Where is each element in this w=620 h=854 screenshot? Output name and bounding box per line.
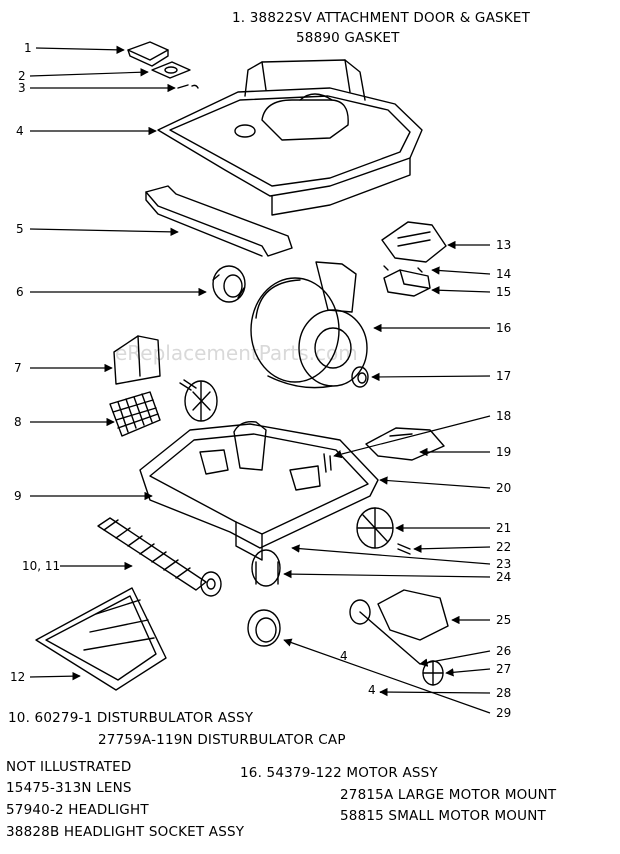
part-clip xyxy=(177,84,199,89)
note-not-illustrated-heading: NOT ILLUSTRATED xyxy=(6,759,132,775)
part-attachment-door xyxy=(127,41,169,67)
part-motor xyxy=(250,261,368,389)
callout-2: 2 xyxy=(18,69,26,83)
note-disturbulator-cap: 27759A-119N DISTURBULATOR CAP xyxy=(98,732,346,748)
part-base xyxy=(139,421,379,561)
callout-23: 23 xyxy=(496,557,511,571)
header-note-gasket: 58890 GASKET xyxy=(296,30,400,46)
callout-25: 25 xyxy=(496,613,511,627)
leader-arrows xyxy=(29,45,491,714)
part-fan xyxy=(179,379,218,422)
callout-24: 24 xyxy=(496,570,511,584)
note-not-illustrated-headlight: 57940-2 HEADLIGHT xyxy=(6,802,149,818)
part-rear-wheel xyxy=(356,507,394,549)
mark-4-lower: 4 xyxy=(368,683,376,697)
callout-5: 5 xyxy=(16,222,24,236)
callout-8: 8 xyxy=(14,415,22,429)
part-disturbulator xyxy=(97,517,222,597)
callout-6: 6 xyxy=(16,285,24,299)
callout-29: 29 xyxy=(496,706,511,720)
part-lever xyxy=(365,427,445,461)
part-wheel-carriage xyxy=(349,589,449,686)
callout-27: 27 xyxy=(496,662,511,676)
callout-10-11: 10, 11 xyxy=(22,559,60,573)
callout-22: 22 xyxy=(496,540,511,554)
callout-19: 19 xyxy=(496,445,511,459)
note-not-illustrated-lens: 15475-313N LENS xyxy=(6,780,132,796)
part-bearing xyxy=(212,265,246,303)
note-motor-assy: 16. 54379-122 MOTOR ASSY xyxy=(240,765,438,781)
part-motor-mount xyxy=(351,366,369,388)
part-small-pin xyxy=(323,453,332,473)
callout-14: 14 xyxy=(496,267,511,281)
callout-21: 21 xyxy=(496,521,511,535)
callout-1: 1 xyxy=(24,41,32,55)
callout-28: 28 xyxy=(496,686,511,700)
callout-26: 26 xyxy=(496,644,511,658)
note-large-motor-mount: 27815A LARGE MOTOR MOUNT xyxy=(340,787,557,803)
mark-4-upper: 4 xyxy=(340,649,348,663)
part-grill xyxy=(109,391,161,437)
part-axle-pin xyxy=(397,543,411,555)
callout-9: 9 xyxy=(14,489,22,503)
callout-18: 18 xyxy=(496,409,511,423)
callout-7: 7 xyxy=(14,361,22,375)
part-bracket xyxy=(383,265,431,297)
note-small-motor-mount: 58815 SMALL MOTOR MOUNT xyxy=(340,808,546,824)
part-bottom-plate xyxy=(35,587,167,691)
part-filter xyxy=(113,335,161,385)
part-housing xyxy=(381,221,447,263)
part-gasket xyxy=(151,61,191,79)
callout-4: 4 xyxy=(16,124,24,138)
part-bumper xyxy=(145,185,293,257)
callout-13: 13 xyxy=(496,238,511,252)
watermark-text: eReplacementParts.com xyxy=(115,341,358,365)
callout-16: 16 xyxy=(496,321,511,335)
part-cap xyxy=(251,549,281,587)
callout-17: 17 xyxy=(496,369,511,383)
note-disturbulator-assy: 10. 60279-1 DISTURBULATOR ASSY xyxy=(8,710,254,726)
callout-labels: 1 2 3 4 5 6 7 8 9 10, 11 12 13 14 15 16 … xyxy=(10,41,511,720)
note-not-illustrated-socket: 38828B HEADLIGHT SOCKET ASSY xyxy=(6,824,245,840)
part-hood xyxy=(157,59,423,216)
callout-12: 12 xyxy=(10,670,25,684)
callout-15: 15 xyxy=(496,285,511,299)
part-belt xyxy=(247,609,281,647)
callout-3: 3 xyxy=(18,81,26,95)
callout-20: 20 xyxy=(496,481,511,495)
header-note-attachment-door: 1. 38822SV ATTACHMENT DOOR & GASKET xyxy=(232,10,531,26)
